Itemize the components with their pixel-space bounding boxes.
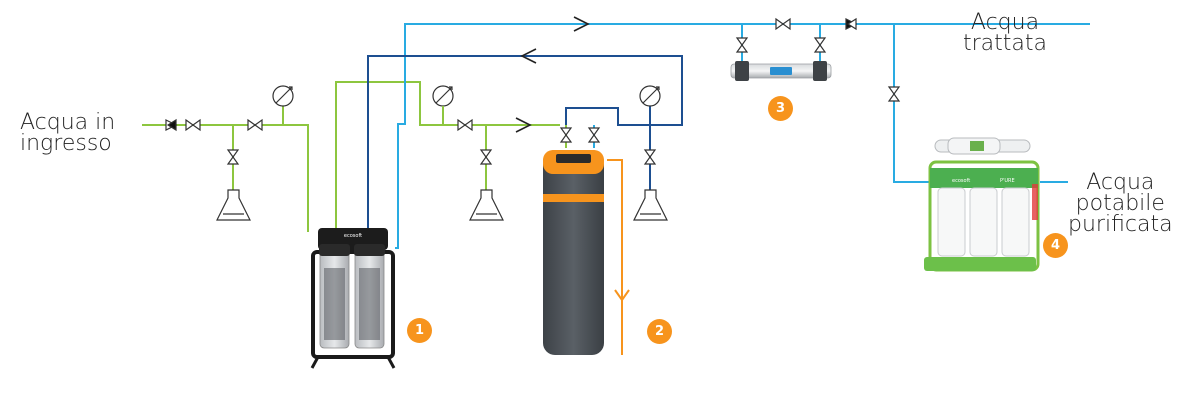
flow-arrow-icon bbox=[515, 16, 590, 133]
gate-valve-icon bbox=[185, 17, 901, 165]
raw-water-pipes bbox=[142, 81, 567, 232]
drain-pipe bbox=[607, 159, 630, 355]
sample-flask-icon bbox=[216, 189, 668, 221]
filter-brand: ecosoft bbox=[344, 233, 362, 239]
device-badge-2: 2 bbox=[647, 319, 672, 344]
pressure-gauge-icon bbox=[272, 85, 661, 107]
ro-brand: ecosoft bbox=[952, 178, 970, 184]
reverse-osmosis-unit: ecosoft P'URE bbox=[924, 137, 1040, 272]
check-valve-icon bbox=[165, 17, 858, 132]
device-badge-1: 1 bbox=[407, 318, 432, 343]
water-softener bbox=[543, 150, 604, 355]
treated-water-label: Acqua trattata bbox=[963, 10, 1047, 56]
uv-sterilizer bbox=[730, 61, 832, 81]
device-badge-3: 3 bbox=[768, 96, 793, 121]
ro-model: P'URE bbox=[1000, 178, 1015, 184]
inlet-water-label: Acqua in ingresso bbox=[20, 110, 116, 156]
purified-potable-water-label: Acqua potabile purificata bbox=[1068, 170, 1173, 237]
sediment-filter-unit: ecosoft bbox=[310, 228, 396, 369]
device-badge-4: 4 bbox=[1043, 233, 1068, 258]
